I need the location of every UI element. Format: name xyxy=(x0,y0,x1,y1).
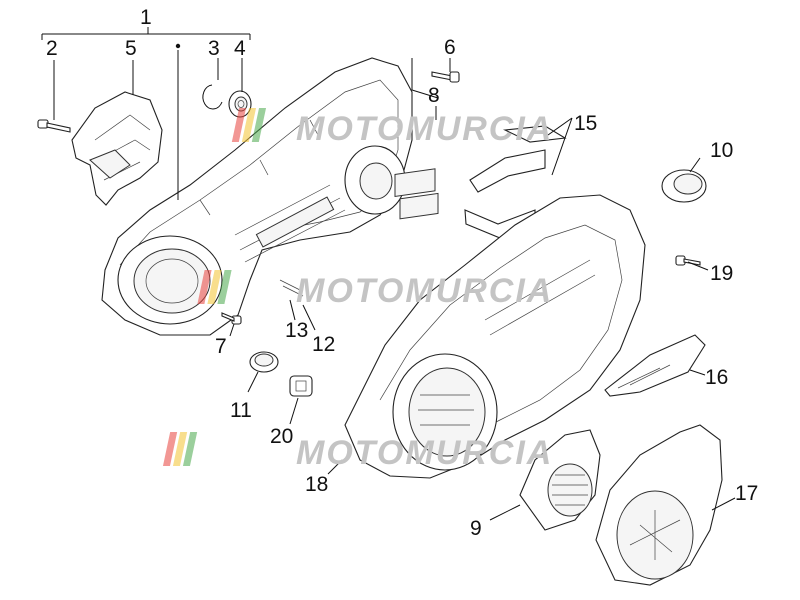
callout-6: 6 xyxy=(444,36,456,59)
cap-part-10 xyxy=(661,169,707,203)
watermark-text: MOTOMURCIA xyxy=(296,272,553,310)
foam-blocks xyxy=(394,168,439,220)
bolt-part-6 xyxy=(431,71,460,83)
outer-transmission-cover xyxy=(344,194,646,479)
callout-7: 7 xyxy=(215,335,227,358)
watermark-bottom: MOTOMURCIA xyxy=(162,432,553,472)
callout-labels: 1 2 5 3 4 6 8 15 10 19 16 7 13 12 11 20 … xyxy=(46,6,758,540)
callout-11: 11 xyxy=(230,399,252,422)
screw-part-7 xyxy=(221,312,242,325)
clip-part-11 xyxy=(249,351,279,373)
callout-13: 13 xyxy=(285,319,308,342)
callout-9: 9 xyxy=(470,517,482,540)
vent-cover-part-9 xyxy=(519,429,601,531)
watermark-text: MOTOMURCIA xyxy=(296,110,553,148)
callout-5: 5 xyxy=(125,37,137,60)
small-cover-part-5 xyxy=(71,91,163,206)
callout-2: 2 xyxy=(46,37,58,60)
callout-15: 15 xyxy=(574,112,597,135)
watermark-middle: MOTOMURCIA xyxy=(197,270,553,310)
callout-19: 19 xyxy=(710,262,733,285)
screw-part-2 xyxy=(37,119,71,133)
watermark-top: MOTOMURCIA xyxy=(231,108,553,148)
clip-part-20 xyxy=(289,375,313,397)
callout-16: 16 xyxy=(705,366,728,389)
callout-12: 12 xyxy=(312,333,335,356)
callout-17: 17 xyxy=(735,482,758,505)
pin-part-12-13 xyxy=(279,279,304,297)
screw-part-19 xyxy=(675,255,701,266)
callout-4: 4 xyxy=(234,37,246,60)
watermark-text: MOTOMURCIA xyxy=(296,434,553,472)
callout-18: 18 xyxy=(305,473,328,496)
leader-lines xyxy=(41,27,736,521)
callout-20: 20 xyxy=(270,425,293,448)
callout-10: 10 xyxy=(710,139,733,162)
callout-1: 1 xyxy=(140,6,152,29)
callout-3: 3 xyxy=(208,37,220,60)
callout-8: 8 xyxy=(428,84,440,107)
outer-cover-part-17 xyxy=(595,424,723,586)
flap-part-16 xyxy=(604,334,706,397)
circlip-part-3 xyxy=(202,84,223,110)
